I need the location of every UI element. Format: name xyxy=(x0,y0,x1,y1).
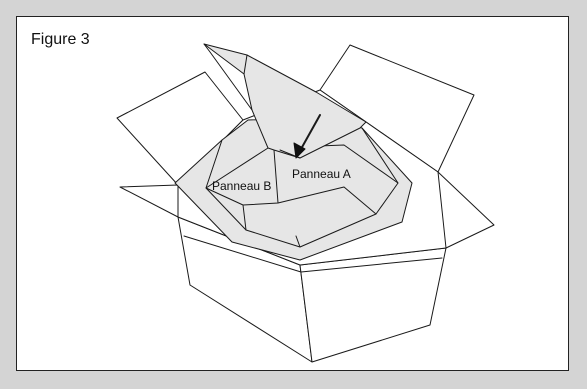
panel-a-label: Panneau A xyxy=(292,167,351,181)
arrow-shaft xyxy=(300,114,321,150)
liner-fold-lines xyxy=(205,127,399,248)
panel-b-label: Panneau B xyxy=(212,179,271,193)
figure-title: Figure 3 xyxy=(31,31,90,48)
arrow-head xyxy=(293,142,306,159)
box-edge-lines xyxy=(183,235,443,273)
